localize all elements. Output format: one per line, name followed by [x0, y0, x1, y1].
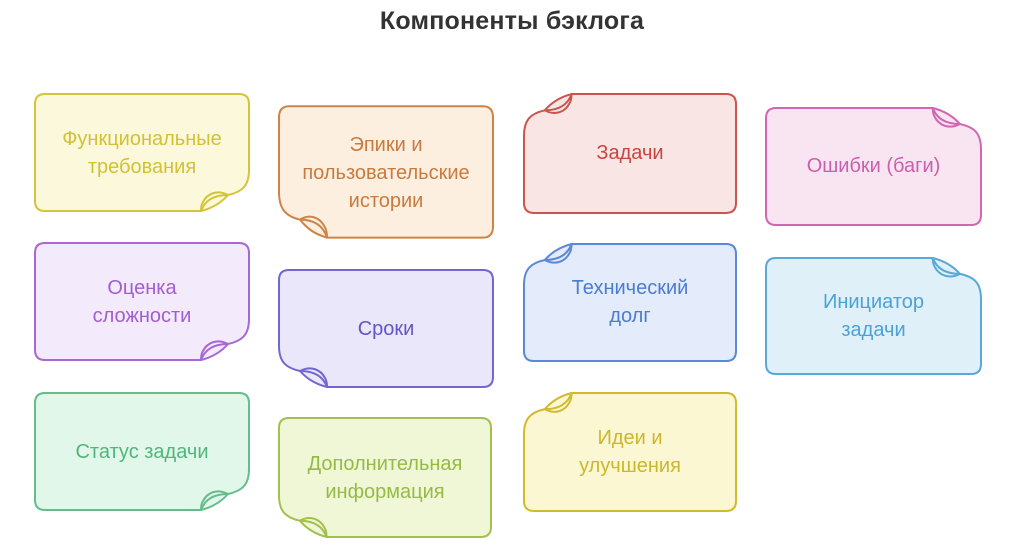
note-label: Оценка сложности	[92, 277, 192, 327]
sticky-note-curl-top-left-shape	[522, 241, 738, 363]
note-tasks: Задачи	[522, 91, 738, 215]
note-functional-requirements: Функциональные требования	[33, 92, 251, 214]
note-label: Эпики и пользовательские истории	[302, 133, 470, 212]
note-label: Функциональные требования	[62, 128, 222, 178]
note-label: Дополнительная информация	[307, 453, 463, 503]
note-epics-user-stories: Эпики и пользовательские истории	[277, 104, 495, 241]
note-task-initiator: Инициатор задачи	[764, 255, 983, 376]
note-label: Ошибки (баги)	[806, 155, 941, 177]
note-label: Сроки	[357, 318, 415, 340]
note-bugs: Ошибки (баги)	[764, 105, 983, 227]
sticky-note-curl-bottom-left-shape	[277, 268, 495, 390]
note-deadlines: Сроки	[277, 268, 495, 390]
sticky-note-curl-top-left-shape	[522, 91, 738, 215]
sticky-note-curl-top-left-shape	[522, 390, 738, 513]
note-label: Инициатор задачи	[822, 290, 925, 341]
note-label: Идеи и улучшения	[579, 426, 681, 477]
note-complexity-estimate: Оценка сложности	[33, 241, 251, 363]
note-task-status: Статус задачи	[33, 391, 251, 513]
note-label: Технический долг	[571, 277, 689, 327]
sticky-note-curl-top-right-shape	[764, 255, 983, 376]
diagram-title: Компоненты бэклога	[379, 7, 645, 35]
sticky-note-curl-bottom-right-shape	[33, 92, 251, 214]
note-ideas-improvements: Идеи и улучшения	[522, 390, 738, 513]
note-label: Задачи	[596, 142, 664, 164]
sticky-note-curl-bottom-left-shape	[277, 104, 495, 241]
sticky-note-curl-bottom-right-shape	[33, 241, 251, 363]
sticky-note-curl-top-right-shape	[764, 105, 983, 227]
sticky-note-curl-bottom-right-shape	[33, 391, 251, 513]
note-technical-debt: Технический долг	[522, 241, 738, 363]
note-label: Статус задачи	[75, 441, 209, 463]
note-additional-info: Дополнительная информация	[277, 416, 493, 540]
sticky-note-curl-bottom-left-shape	[277, 416, 493, 540]
